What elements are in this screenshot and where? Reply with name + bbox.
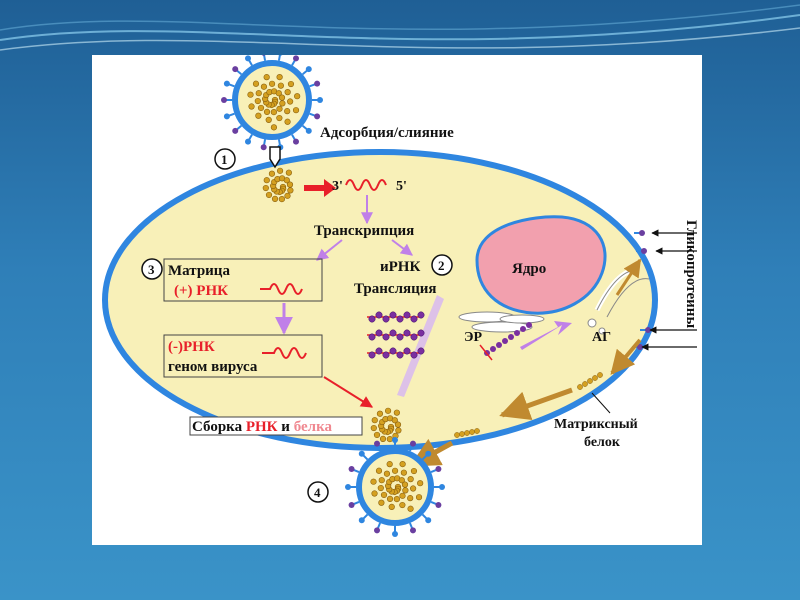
nucleus-label: Ядро: [512, 261, 546, 277]
assembling-nucleocapsid: [370, 407, 402, 443]
red-arrow-icon: [304, 179, 336, 197]
genome-label: геном вируса: [168, 359, 258, 375]
brown-arrow-1: [610, 338, 642, 375]
prime5-label: 5': [396, 179, 407, 194]
assembly-label: Сборка РНК и белка: [192, 419, 332, 435]
er-label: ЭР: [464, 330, 482, 345]
golgi-arrow: [615, 258, 642, 296]
matrix-protein-label-2: белок: [584, 435, 621, 450]
arrow-to-assembly: [323, 376, 374, 408]
plus-rna-label: (+) РНК: [174, 283, 228, 299]
matrix-protein-label-1: Матриксный: [554, 417, 638, 432]
er-protein-chain: [479, 322, 532, 361]
arrow-to-matrix: [316, 239, 343, 261]
nucleocapsid-icon: [262, 167, 294, 203]
step-1-badge: 1: [214, 148, 236, 170]
entry-arrow-icon: [269, 146, 281, 169]
diagram-panel: Ядро Адсорбция/слияние 1 3' 5' Транскрип…: [92, 55, 702, 545]
adsorption-label: Адсорбция/слияние: [320, 125, 454, 141]
minus-rna-label: (-)РНК: [168, 339, 215, 355]
svg-text:2: 2: [438, 258, 445, 273]
rna-coil: [345, 179, 387, 191]
matrix-label: Матрица: [168, 263, 230, 279]
plus-rna-coil: [260, 283, 303, 295]
minus-rna-box: [163, 334, 323, 378]
prime3-label: 3': [332, 179, 343, 194]
glycoproteins-label: Гликопротеины: [683, 220, 699, 328]
translation-beam: [397, 295, 444, 397]
minus-rna-coil: [262, 347, 307, 359]
matrix-protein-pointer: [591, 392, 611, 414]
er-arrow: [520, 321, 572, 350]
nucleus: [475, 215, 607, 315]
matrix-box: [163, 258, 323, 302]
svg-text:3: 3: [148, 262, 155, 277]
ag-label: АГ: [592, 330, 611, 345]
glycoprotein-arrows: [641, 229, 697, 351]
step-3-badge: 3: [141, 258, 163, 280]
svg-text:4: 4: [314, 485, 321, 500]
virus-replication-diagram: Ядро Адсорбция/слияние 1 3' 5' Транскрип…: [102, 55, 699, 537]
translation-label: Трансляция: [354, 281, 437, 297]
svg-text:1: 1: [221, 152, 228, 167]
header-wave-decoration: [0, 4, 800, 51]
mrna-label: иРНК: [380, 259, 420, 275]
virus-icon: [221, 55, 323, 151]
er-structure: [458, 311, 545, 333]
polysome-chains: [367, 311, 425, 359]
matrix-protein-chain: [454, 372, 603, 438]
budding-virus-icon: [345, 437, 445, 537]
brown-arrow-2: [499, 387, 573, 421]
step-2-badge: 2: [431, 254, 453, 276]
step-4-badge: 4: [307, 481, 329, 503]
arrow-to-mrna: [391, 239, 413, 256]
transcription-label: Транскрипция: [314, 223, 414, 239]
assembly-box: [189, 416, 363, 436]
